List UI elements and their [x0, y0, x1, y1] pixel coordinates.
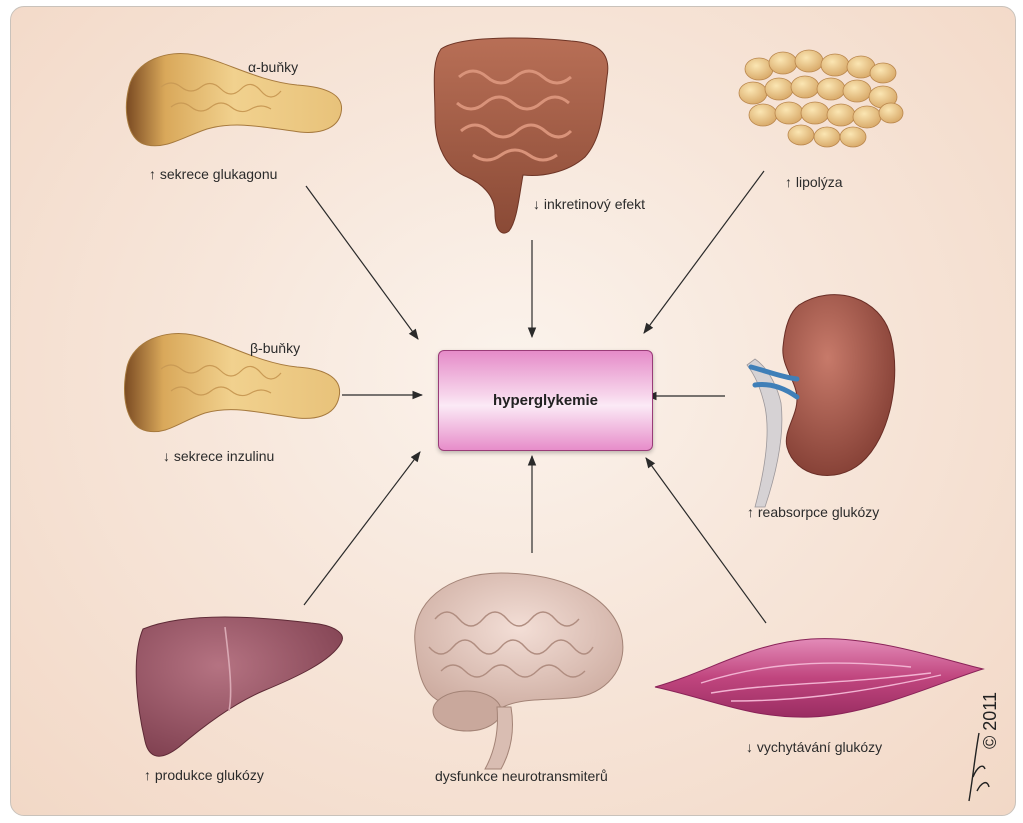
neurotransmitter-label: dysfunkce neurotransmiterů	[435, 768, 608, 784]
fat-cells-icon	[738, 49, 904, 148]
hyperglycemia-box: hyperglykemie	[438, 350, 653, 451]
liver-icon	[135, 616, 343, 757]
pancreas-beta-icon	[124, 333, 341, 433]
glucose-production-label: ↑ produkce glukózy	[144, 767, 264, 783]
arrow-muscle	[645, 457, 767, 624]
glucagon-label: ↑ sekrece glukagonu	[149, 166, 278, 182]
diagram-canvas	[124, 37, 990, 802]
glucose-uptake-label: ↓ vychytávání glukózy	[746, 739, 883, 755]
hyperglycemia-label: hyperglykemie	[492, 392, 599, 409]
kidney-icon	[746, 294, 896, 508]
muscle-icon	[654, 638, 985, 718]
intestine-icon	[433, 37, 609, 234]
brain-icon	[414, 572, 624, 770]
artist-signature-icon	[968, 732, 990, 802]
arrow-lipolysis	[643, 170, 765, 334]
incretin-label: ↓ inkretinový efekt	[533, 196, 646, 212]
lipolysis-label: ↑ lipolýza	[785, 174, 843, 190]
copyright-text: © 2011	[980, 692, 1000, 749]
insulin-label: ↓ sekrece inzulinu	[163, 448, 275, 464]
beta-cells-title: β-buňky	[250, 340, 301, 356]
arrow-glucagon	[305, 185, 419, 340]
reabsorption-label: ↑ reabsorpce glukózy	[747, 504, 880, 520]
alpha-cells-title: α-buňky	[248, 59, 299, 75]
arrow-liver	[303, 451, 421, 606]
diagram-frame: hyperglykemie α-buňky ↑ sekrece glukagon…	[10, 6, 1016, 816]
arrows	[303, 170, 767, 624]
pancreas-alpha-icon	[126, 53, 343, 147]
